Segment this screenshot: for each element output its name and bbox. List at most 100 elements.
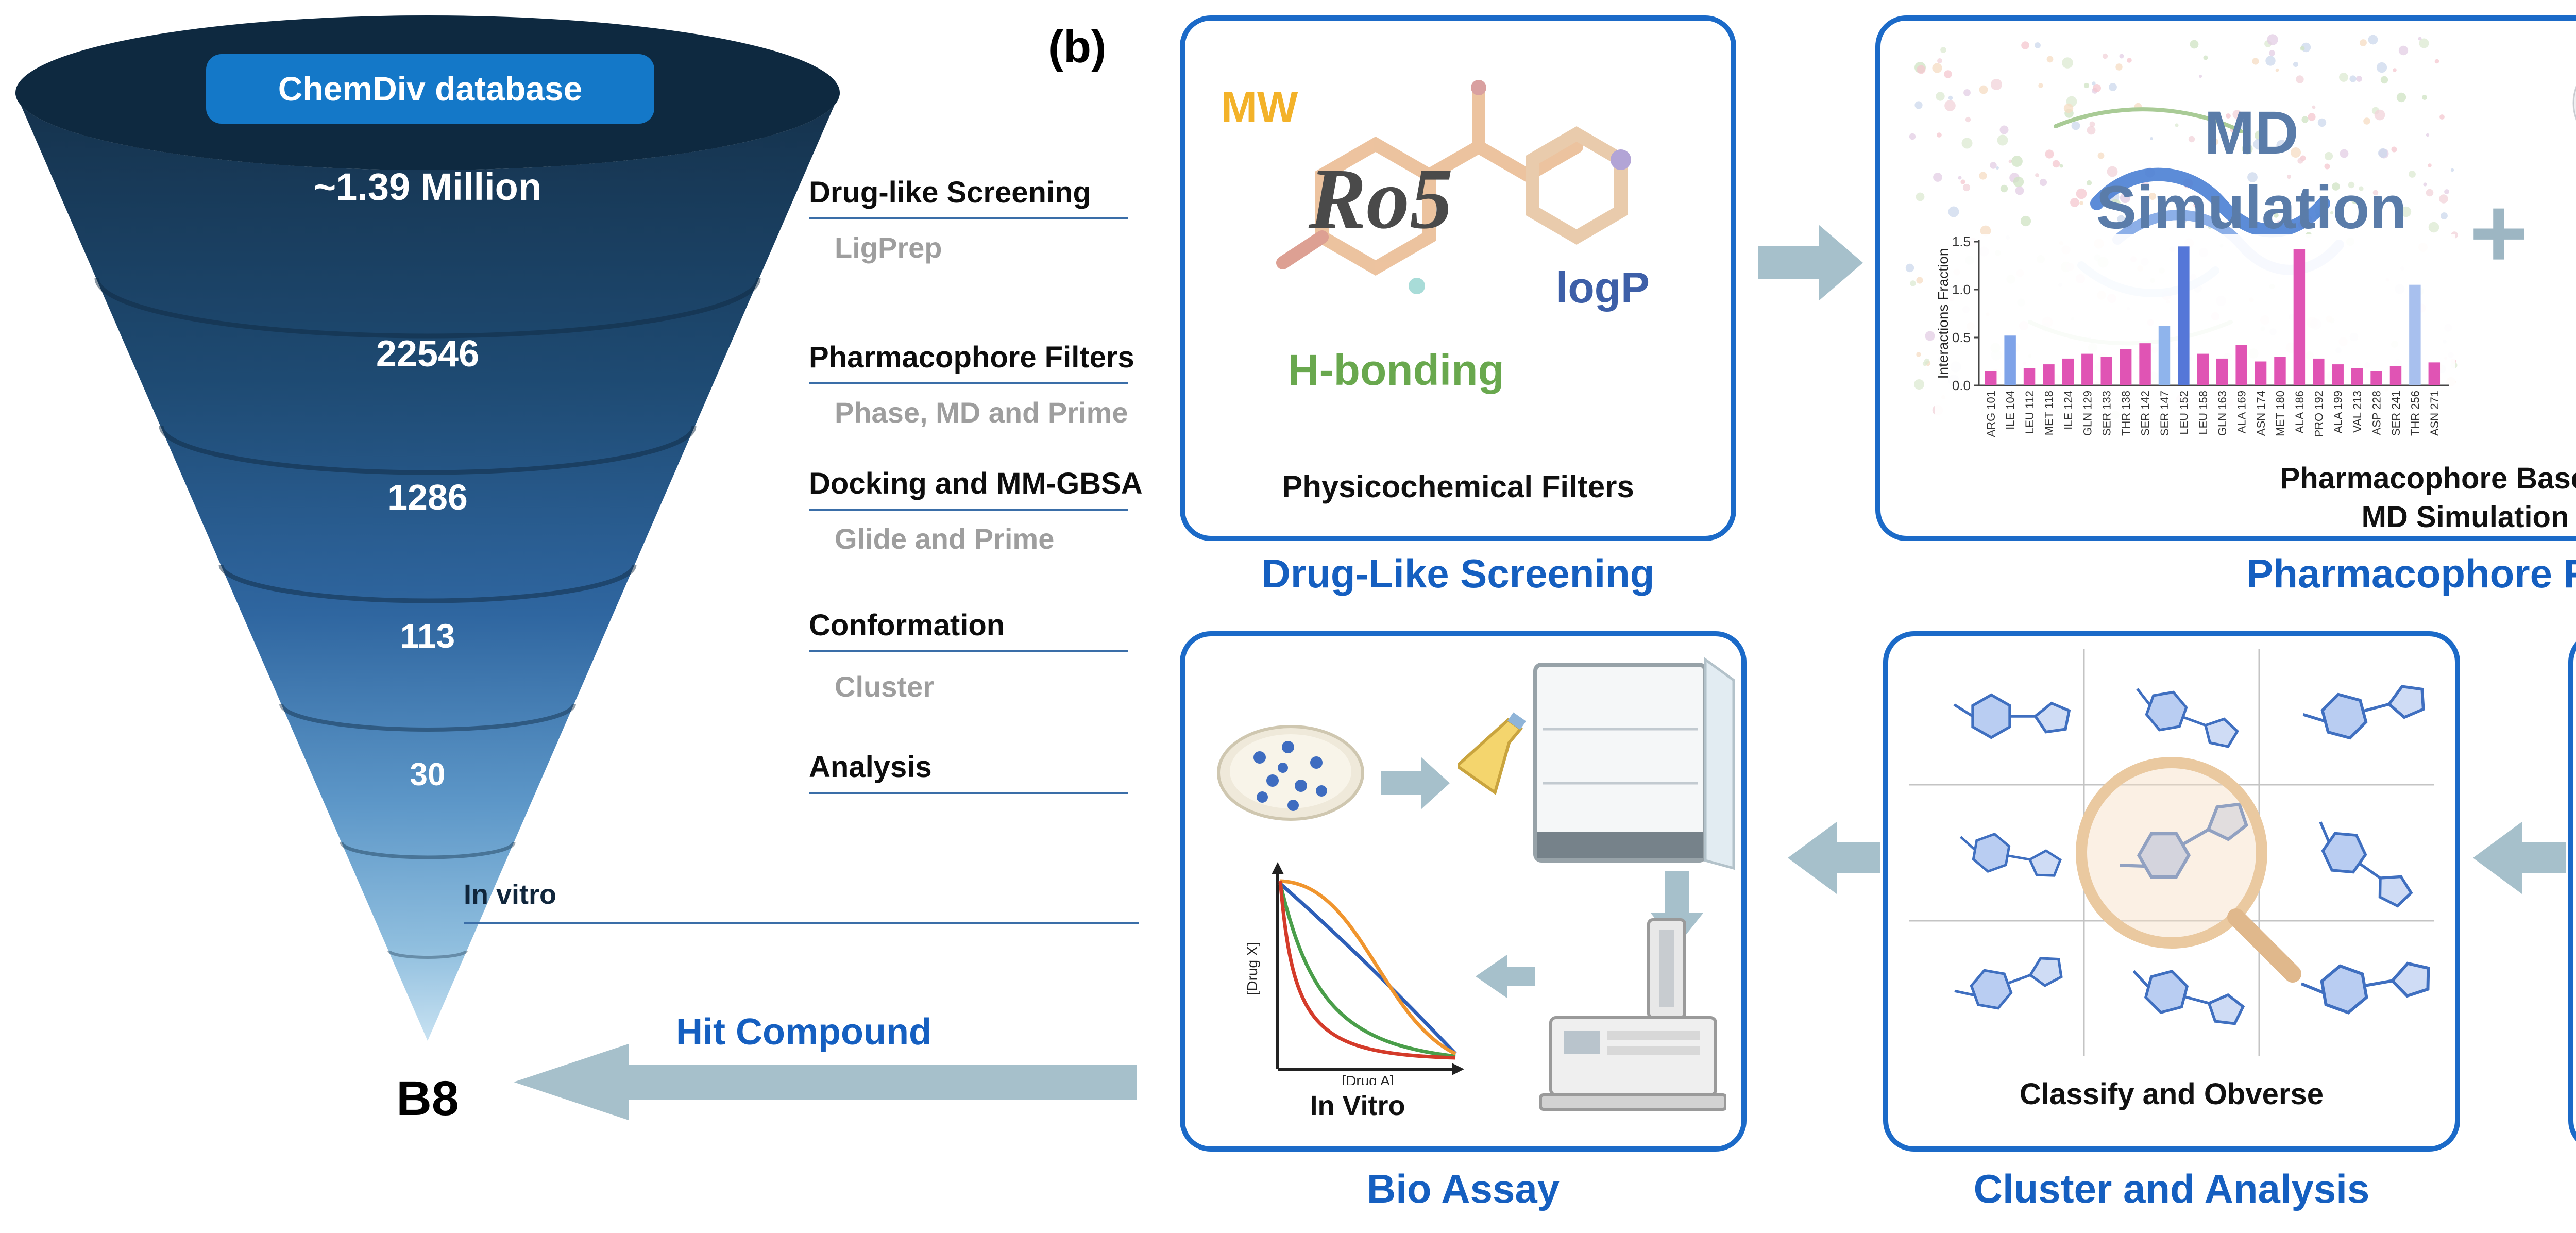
stage-label-docking: Docking and MM-GBSA (809, 466, 1143, 501)
logp-annotation: logP (1556, 263, 1650, 313)
flow-arrow-right-icon (1758, 222, 1866, 304)
flow-arrow-left-icon (2470, 819, 2566, 897)
stage-underline (809, 792, 1128, 794)
subfigure-label: (b) (1048, 21, 1106, 73)
chart-bar (2178, 246, 2189, 385)
nitrogen-atom-icon (1611, 149, 1631, 170)
chart-bar (2024, 368, 2035, 385)
mw-annotation: MW (1221, 82, 1298, 132)
svg-text:MET 118: MET 118 (2042, 391, 2055, 435)
chart-bar (2351, 368, 2363, 385)
panel-caption-line2: MD Simulation (1880, 500, 2576, 534)
svg-text:VAL 213: VAL 213 (2351, 391, 2364, 433)
in-vitro-underline (464, 922, 1139, 924)
funnel-cone (15, 93, 840, 1041)
hit-compound-arrow-icon (507, 1041, 1141, 1123)
panel-caption: In Vitro (1242, 1090, 1473, 1122)
panel-title-bioassay: Bio Assay (1180, 1166, 1747, 1212)
svg-text:ALA 169: ALA 169 (2235, 391, 2248, 433)
svg-text:1.0: 1.0 (1952, 282, 1971, 297)
svg-text:ILE 104: ILE 104 (2004, 391, 2017, 430)
svg-text:0.0: 0.0 (1952, 378, 1971, 393)
funnel-count-5: 30 (0, 756, 855, 793)
svg-text:LEU 152: LEU 152 (2177, 391, 2190, 435)
svg-text:ALA 199: ALA 199 (2332, 391, 2345, 433)
svg-text:GLN 163: GLN 163 (2216, 391, 2229, 436)
superposition-illustration-icon (2543, 31, 2576, 474)
panel-cluster-analysis: Classify and Obverse (1883, 631, 2460, 1152)
oxygen-atom-icon (1471, 80, 1486, 95)
svg-text:MET 180: MET 180 (2274, 391, 2286, 436)
hit-compound-id: B8 (330, 1071, 526, 1127)
svg-text:0.5: 0.5 (1952, 330, 1971, 345)
incubator-icon (1458, 652, 1736, 873)
chart-bar (2294, 249, 2305, 385)
panel-title-cluster: Cluster and Analysis (1883, 1166, 2460, 1212)
svg-text:LEU 112: LEU 112 (2023, 391, 2036, 434)
chart-bar (2081, 354, 2093, 385)
flow-arrow-right-icon (1381, 755, 1453, 812)
svg-text:THR 256: THR 256 (2409, 391, 2421, 436)
panel-pharmacophore-filters: MD Simulation 0.0 0.5 1.0 1.5Interactions F… (1875, 15, 2576, 541)
ro5-annotation: Ro5 (1309, 149, 1453, 249)
svg-text:Interactions Fraction: Interactions Fraction (1935, 248, 1951, 379)
funnel-count-1: ~1.39 Million (0, 165, 855, 209)
svg-text:SER 133: SER 133 (2100, 391, 2113, 436)
chart-bar (2409, 285, 2420, 385)
panel-title-drug-like: Drug-Like Screening (1180, 550, 1736, 597)
chart-bar (2159, 326, 2170, 385)
stage-underline (809, 509, 1128, 511)
chart-bar (2235, 345, 2247, 385)
svg-text:1.5: 1.5 (1952, 234, 1971, 249)
stage-tool-ligprep: LigPrep (835, 231, 942, 264)
hbonding-annotation: H-bonding (1288, 345, 1504, 395)
stage-label-drug-like: Drug-like Screening (809, 175, 1091, 210)
panel-caption-line2: Energy Calculation (2573, 1109, 2576, 1143)
svg-text:SER 241: SER 241 (2389, 391, 2402, 436)
interactions-bar-chart: 0.0 0.5 1.0 1.5Interactions FractionARG 101… (1935, 234, 2455, 464)
panel-title-docking: Docking and MM-GBSA (2568, 1166, 2576, 1212)
chart-bar (2255, 362, 2266, 386)
chart-bar (2004, 335, 2015, 385)
svg-text:ALA 186: ALA 186 (2293, 391, 2306, 433)
chart-bar (2332, 364, 2344, 385)
svg-text:ILE 124: ILE 124 (2062, 391, 2075, 430)
panel-caption: Physicochemical Filters (1185, 469, 1731, 504)
chart-bar (2370, 371, 2382, 385)
funnel-count-6: In vitro (464, 879, 556, 910)
chart-bar (2216, 359, 2228, 385)
stage-underline (809, 217, 1128, 219)
flow-arrow-left-icon (1785, 819, 1880, 897)
stage-underline (809, 382, 1128, 384)
incubator-door-icon (1705, 660, 1734, 868)
stage-label-conformation: Conformation (809, 608, 1005, 643)
plus-sign: + (2460, 175, 2537, 291)
md-label-line1: MD (2066, 98, 2437, 168)
stage-label-analysis: Analysis (809, 750, 932, 784)
stage-underline (809, 650, 1128, 652)
chart-bar (2274, 357, 2285, 385)
chart-bar (2062, 359, 2074, 385)
panel-title-pharmacophore: Pharmacophore Filters (1875, 550, 2576, 597)
molecule-grid-icon (1909, 649, 2434, 1056)
stage-tool-phase: Phase, MD and Prime (835, 396, 1128, 429)
panel-docking-mmgbsa: ΔG Docking Scores and Energy Calculation (2568, 631, 2576, 1152)
funnel-count-3: 1286 (0, 477, 855, 518)
interactions-chart: 0.0 0.5 1.0 1.5Interactions FractionARG 101… (1935, 234, 2455, 464)
dose-response-plot-icon: [Drug X] [Drug A] (1242, 848, 1473, 1085)
svg-text:PRO 192: PRO 192 (2312, 391, 2325, 437)
panel-bio-assay: [Drug X] [Drug A] In Vitro (1180, 631, 1747, 1152)
svg-text:ASN 271: ASN 271 (2428, 391, 2441, 436)
hplc-instrument-icon (1520, 915, 1726, 1131)
funnel-count-4: 113 (0, 616, 855, 655)
svg-text:GLN 129: GLN 129 (2081, 391, 2094, 436)
chart-bar (2120, 349, 2131, 385)
chart-bar (2101, 357, 2112, 385)
svg-text:ASP 228: ASP 228 (2370, 391, 2383, 435)
svg-text:ARG 101: ARG 101 (1985, 391, 1997, 437)
chemdiv-database-label: ChemDiv database (206, 54, 654, 124)
funnel-count-2: 22546 (0, 333, 855, 375)
stage-tool-glide: Glide and Prime (835, 522, 1054, 555)
svg-text:SER 147: SER 147 (2158, 391, 2171, 436)
